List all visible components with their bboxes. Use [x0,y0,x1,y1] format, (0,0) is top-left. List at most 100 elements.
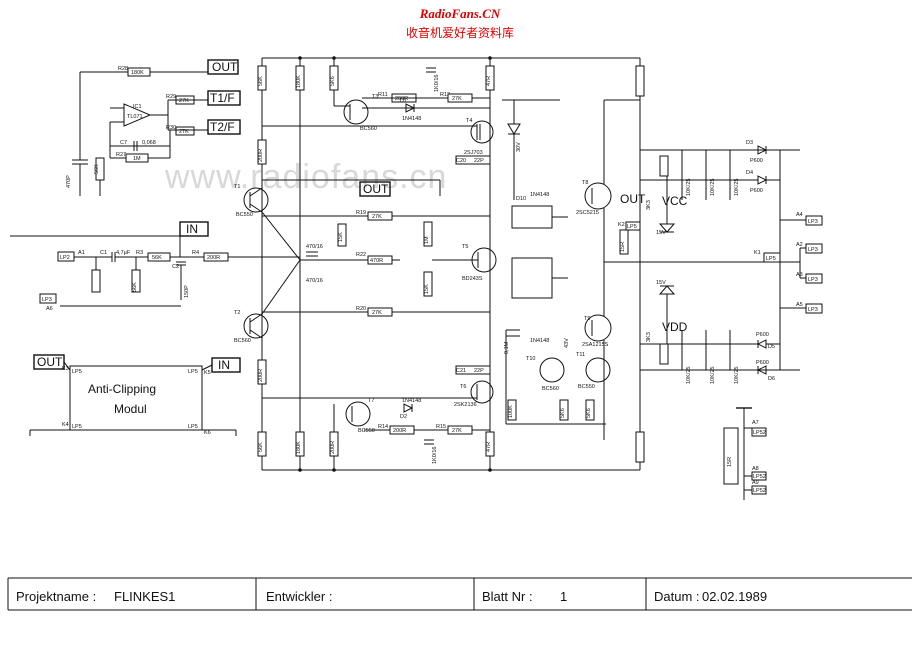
svg-text:0,1M: 0,1M [504,341,510,354]
svg-text:1N4148: 1N4148 [530,192,549,198]
svg-text:R30: R30 [166,125,176,131]
svg-text:A8: A8 [752,466,759,472]
svg-text:10K/25: 10K/25 [686,179,692,196]
r1 [91,269,101,293]
svg-text:27K: 27K [179,98,189,104]
svg-text:10K/25: 10K/25 [710,179,716,196]
svg-text:BD243S: BD243S [462,276,483,282]
opamp-section: OUT R28 180K IC1 TL071 R29 27K T1/F R30 … [66,59,241,196]
power-supply: 10K/25 10K/25 10K/25 10K/25 10K/25 10K/2… [640,140,800,384]
svg-text:LP52: LP52 [753,488,766,494]
svg-text:15K: 15K [338,232,344,242]
svg-text:2SK2136: 2SK2136 [454,402,477,408]
svg-text:LP52: LP52 [753,430,766,436]
svg-text:IN: IN [186,222,198,236]
svg-text:22P: 22P [474,158,484,164]
svg-text:R15: R15 [436,424,446,430]
svg-text:1N4148: 1N4148 [402,116,421,122]
upper-stage: T3 BC560 R11 200R R12 27K D1 1N4148 1K0/… [262,67,494,197]
svg-text:A6: A6 [46,306,53,312]
supply-rails: 56K 180K 5K6 47R 200R 200R 56K 180K 200R… [257,56,645,472]
svg-text:A2: A2 [796,242,803,248]
watermark: www.radiofans.cn [165,158,448,196]
transistor-t8 [584,182,612,210]
svg-text:15K: 15K [424,284,430,294]
svg-text:T8: T8 [582,180,588,186]
svg-text:T1/F: T1/F [210,91,235,105]
svg-text:R28: R28 [118,66,128,72]
svg-text:22P: 22P [474,368,484,374]
svg-text:3K3: 3K3 [646,332,652,342]
svg-text:470R: 470R [370,258,383,264]
svg-text:LP3: LP3 [808,307,818,313]
svg-text:LP52: LP52 [753,474,766,480]
svg-text:27K: 27K [372,214,382,220]
svg-text:T5: T5 [462,244,468,250]
svg-text:K5: K5 [204,370,211,376]
transistor-t6 [470,380,494,404]
title-block-frame [7,577,912,611]
r28 [127,67,151,77]
svg-text:5K6: 5K6 [330,76,336,86]
svg-text:A9: A9 [752,480,759,486]
svg-text:A5: A5 [796,302,803,308]
svg-text:Anti-Clipping: Anti-Clipping [88,382,156,396]
svg-text:1K0/16: 1K0/16 [432,447,438,464]
svg-text:D6: D6 [768,376,775,382]
project-name-label: Projektname : [16,589,97,604]
svg-text:A3: A3 [796,272,803,278]
date-label: Datum : [654,589,700,604]
svg-text:D10: D10 [516,196,526,202]
out-box-top-label: OUT [212,60,238,74]
svg-text:10K/25: 10K/25 [734,179,740,196]
svg-text:LP5: LP5 [188,424,198,430]
svg-text:27K: 27K [452,428,462,434]
svg-text:15R: 15R [620,242,626,252]
svg-text:C20: C20 [456,158,466,164]
svg-text:LP3: LP3 [808,277,818,283]
svg-text:5K6: 5K6 [586,408,592,418]
lower-stage: T6 2SK2136 C21 22P T7 BC550 D2 1N4148 R1… [262,365,494,464]
svg-text:R4: R4 [192,250,199,256]
svg-text:100K: 100K [508,405,514,418]
anti-clipping-module: OUT IN Anti-Clipping Modul LP5 LP5 LP5 L… [29,354,241,436]
svg-text:150P: 150P [184,285,190,298]
svg-text:LP3: LP3 [808,247,818,253]
svg-text:LP5: LP5 [766,256,776,262]
svg-text:30V: 30V [516,142,522,152]
svg-text:27K: 27K [452,96,462,102]
svg-text:1N4148: 1N4148 [402,398,421,404]
svg-text:27K: 27K [179,129,189,135]
svg-text:K1: K1 [754,250,761,256]
svg-text:D4: D4 [746,170,753,176]
svg-text:56K: 56K [94,164,100,174]
svg-text:180K: 180K [131,70,144,76]
svg-text:VDD: VDD [662,320,688,334]
svg-text:IC1: IC1 [133,104,142,110]
protection-stage: 30V D10 1N4148 T10 BC560 T11 BC550 1N414… [502,99,611,425]
r27 [125,153,149,163]
project-name-value: FLINKES1 [114,589,176,604]
transistor-t4 [470,120,494,144]
date-value: 02.02.1989 [702,589,768,604]
svg-text:A7: A7 [752,420,759,426]
svg-text:200R: 200R [393,428,406,434]
anti-clip-box [69,365,203,431]
svg-text:C7: C7 [120,140,127,146]
transistor-t2 [243,313,269,339]
svg-text:P600: P600 [756,332,769,338]
svg-text:VCC: VCC [662,194,688,208]
svg-text:LP5: LP5 [188,369,198,375]
svg-text:1K0/16: 1K0/16 [434,75,440,92]
svg-text:15R: 15R [727,457,733,467]
svg-text:T7: T7 [368,398,374,404]
transistor-t11 [585,357,611,383]
svg-text:R19: R19 [356,210,366,216]
r30 [175,126,195,136]
opamp-ic1 [123,103,152,127]
svg-text:T9: T9 [584,316,590,322]
lp-a7 [751,427,767,437]
svg-text:3K3: 3K3 [646,200,652,210]
input-section: IN LP2 A1 C1 4,7µF R3 56K R4 200R C2 150… [10,221,246,312]
